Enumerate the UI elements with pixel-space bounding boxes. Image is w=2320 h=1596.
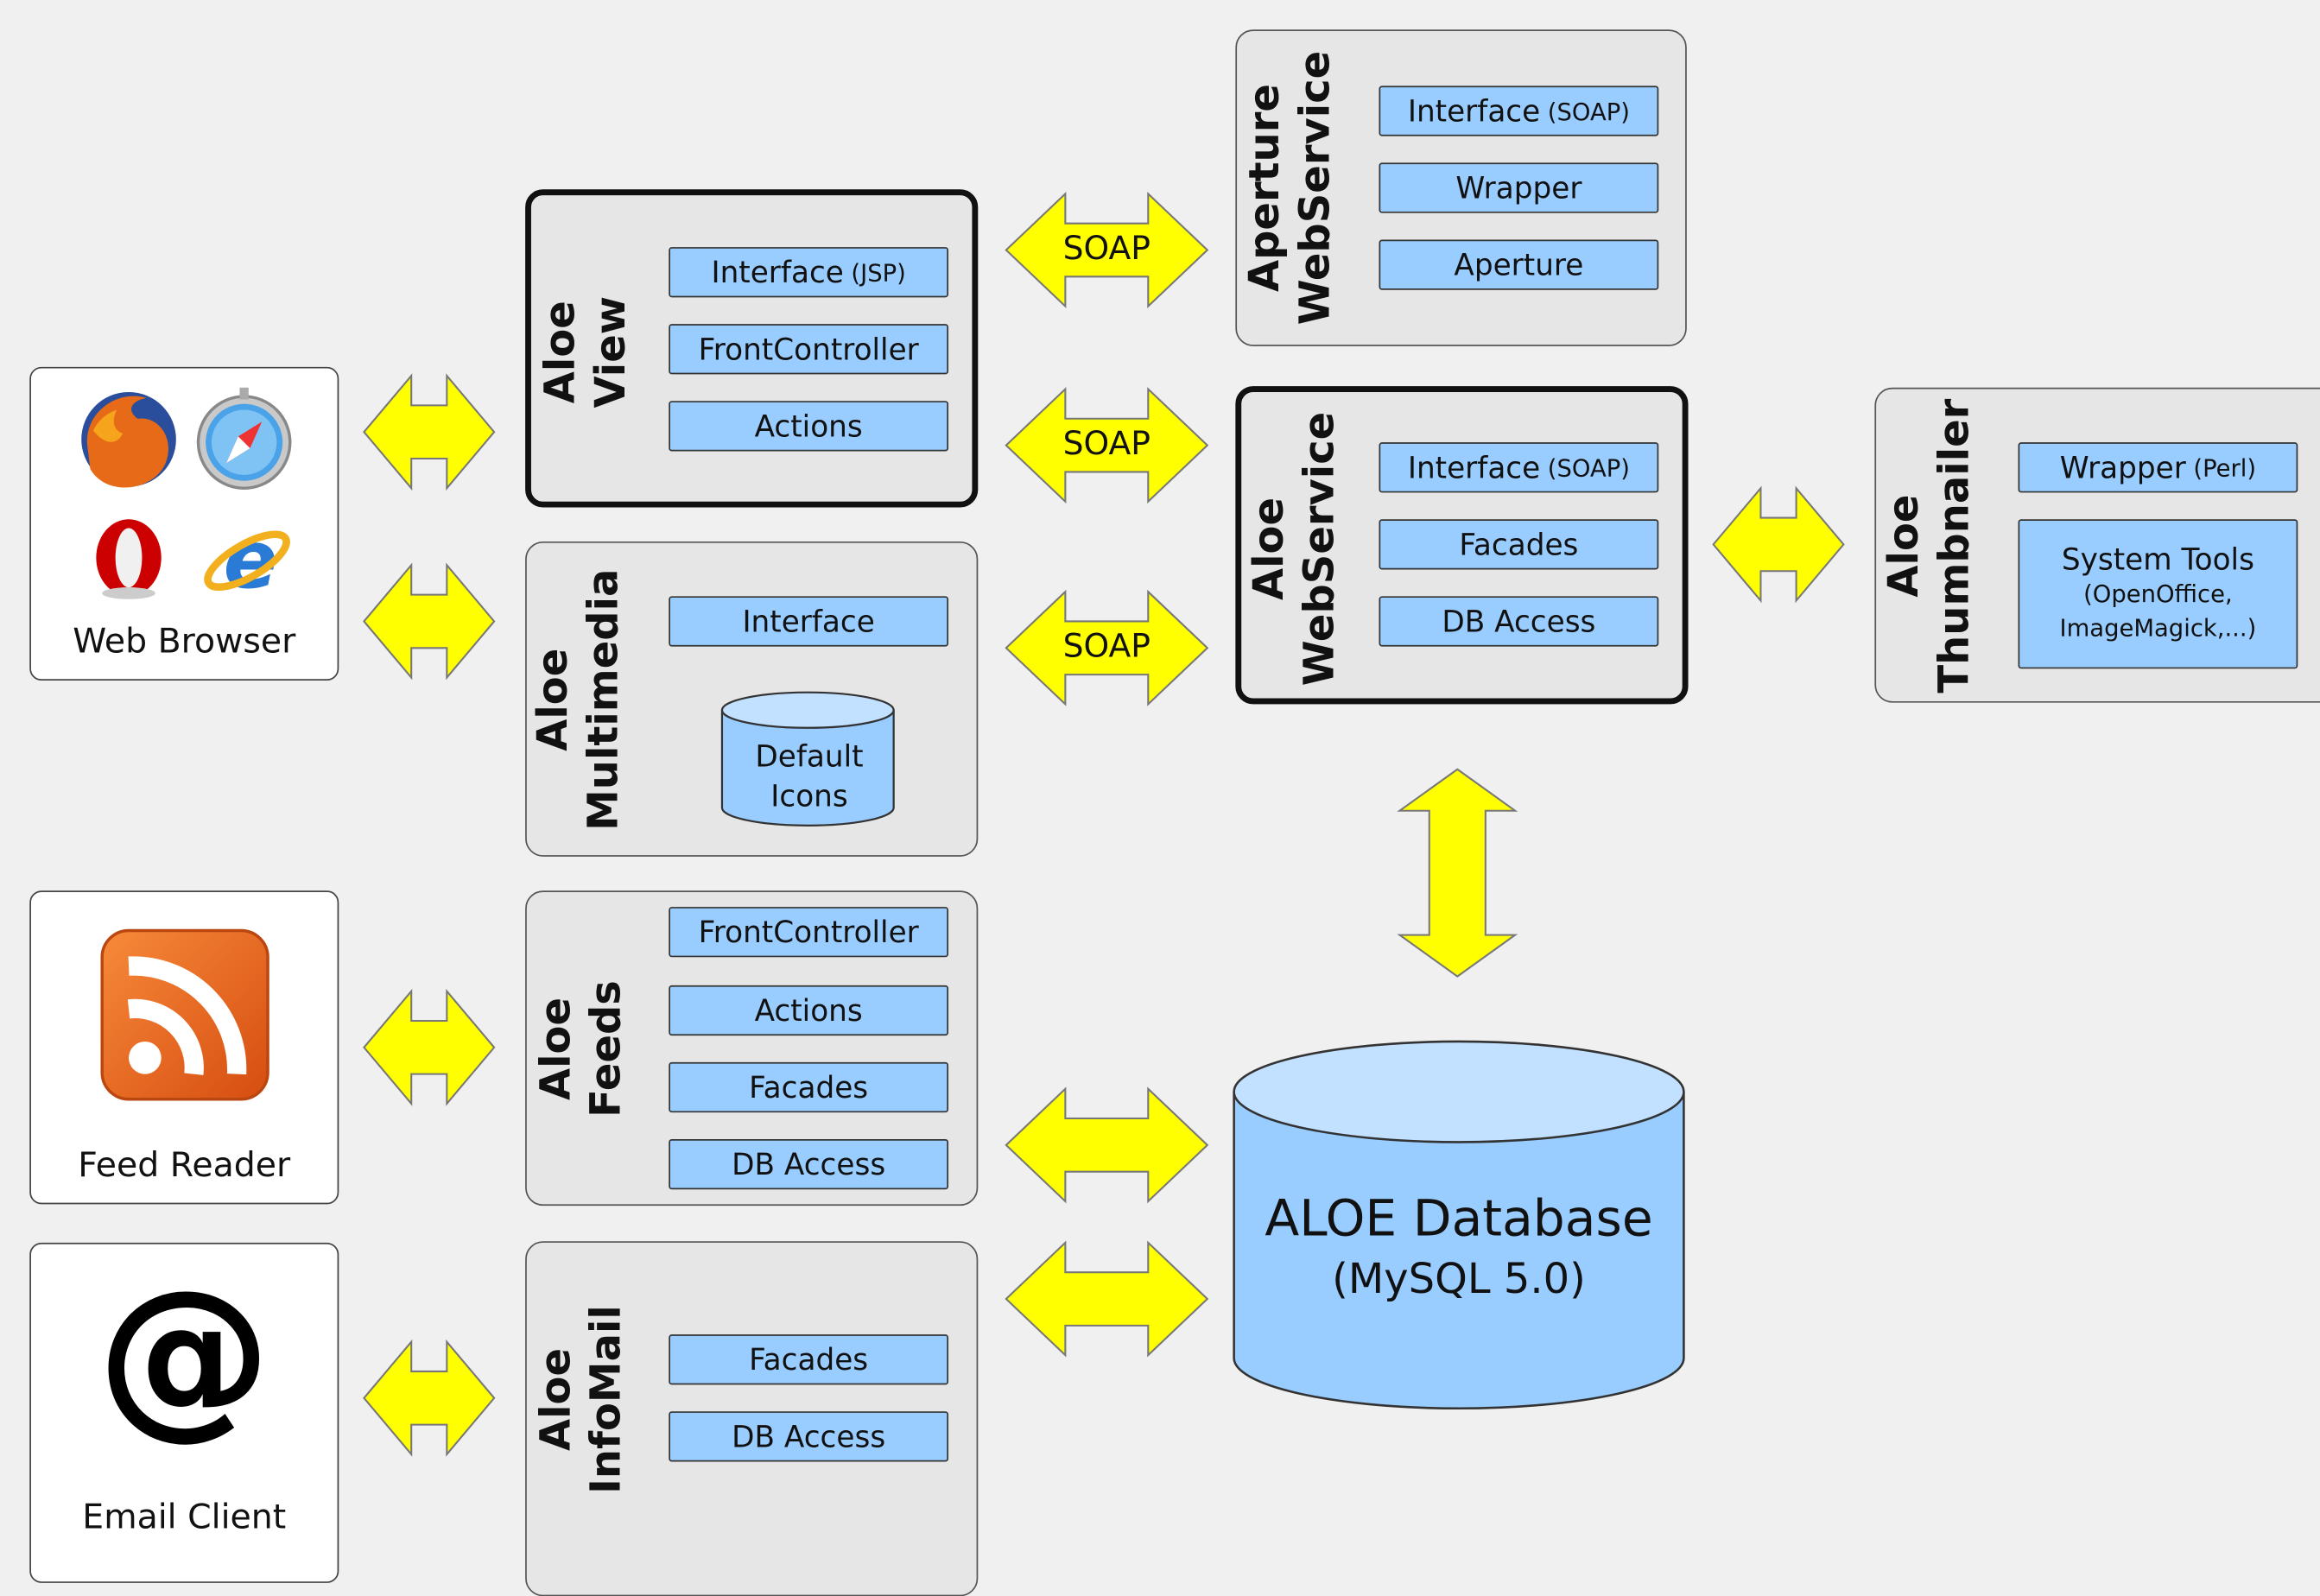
- feed-reader-client: Feed Reader: [29, 890, 339, 1205]
- webservice-facades-component: Facades: [1379, 519, 1659, 570]
- soap-label: SOAP: [1062, 629, 1151, 666]
- feed-feeds-arrow: [363, 990, 496, 1105]
- rss-icon: [100, 928, 269, 1101]
- infomail-facades-component: Facades: [669, 1334, 949, 1385]
- browser-icons: e: [81, 387, 292, 606]
- webservice-db-arrow: [1397, 768, 1518, 978]
- aperture-interface-component: Interface(SOAP): [1379, 86, 1659, 136]
- webservice-db-access-component: DB Access: [1379, 596, 1659, 647]
- arrow-layer: [363, 193, 1845, 1455]
- thumbnailer-wrapper-component: Wrapper(Perl): [2018, 442, 2298, 493]
- email-client-label: Email Client: [82, 1498, 287, 1537]
- multimedia-interface-component: Interface: [669, 596, 949, 647]
- aperture-aperture-component: Aperture: [1379, 239, 1659, 290]
- at-sign-icon: @: [97, 1251, 272, 1456]
- email-client: @ Email Client: [29, 1242, 339, 1583]
- feeds-actions-component: Actions: [669, 985, 949, 1036]
- feeds-facades-component: Facades: [669, 1061, 949, 1113]
- browser-view-arrow: [363, 375, 496, 490]
- aloe-database-cylinder: [1233, 1040, 1685, 1410]
- browser-multimedia-arrow: [363, 564, 496, 679]
- view-actions-component: Actions: [669, 401, 949, 452]
- view-interface-component: Interface(JSP): [669, 247, 949, 298]
- view-frontcontroller-component: FrontController: [669, 324, 949, 375]
- default-icons-store: [720, 691, 895, 826]
- infomail-db-arrow: [1005, 1241, 1208, 1357]
- soap-label: SOAP: [1062, 426, 1151, 464]
- opera-icon: [96, 519, 162, 599]
- feeds-db-access-component: DB Access: [669, 1139, 949, 1190]
- email-infomail-arrow: [363, 1340, 496, 1455]
- feeds-frontcontroller-component: FrontController: [669, 907, 949, 958]
- internet-explorer-icon: e: [204, 513, 290, 606]
- webservice-thumbnailer-arrow: [1712, 487, 1845, 602]
- webservice-interface-component: Interface(SOAP): [1379, 442, 1659, 493]
- web-browser-client: e Web Browser: [29, 366, 339, 681]
- soap-label: SOAP: [1062, 231, 1151, 269]
- database-title: ALOE Database: [1265, 1189, 1653, 1249]
- web-browser-label: Web Browser: [73, 623, 296, 662]
- feed-reader-label: Feed Reader: [78, 1146, 291, 1186]
- system-tools-component: System Tools (OpenOffice, ImageMagick,..…: [2018, 519, 2298, 669]
- firefox-icon: [81, 391, 176, 488]
- aperture-wrapper-component: Wrapper: [1379, 162, 1659, 213]
- infomail-db-access-component: DB Access: [669, 1411, 949, 1462]
- database-subtitle: (MySQL 5.0): [1332, 1254, 1586, 1304]
- svg-text:e: e: [224, 513, 278, 606]
- safari-icon: [196, 387, 292, 491]
- feeds-db-arrow: [1005, 1087, 1208, 1202]
